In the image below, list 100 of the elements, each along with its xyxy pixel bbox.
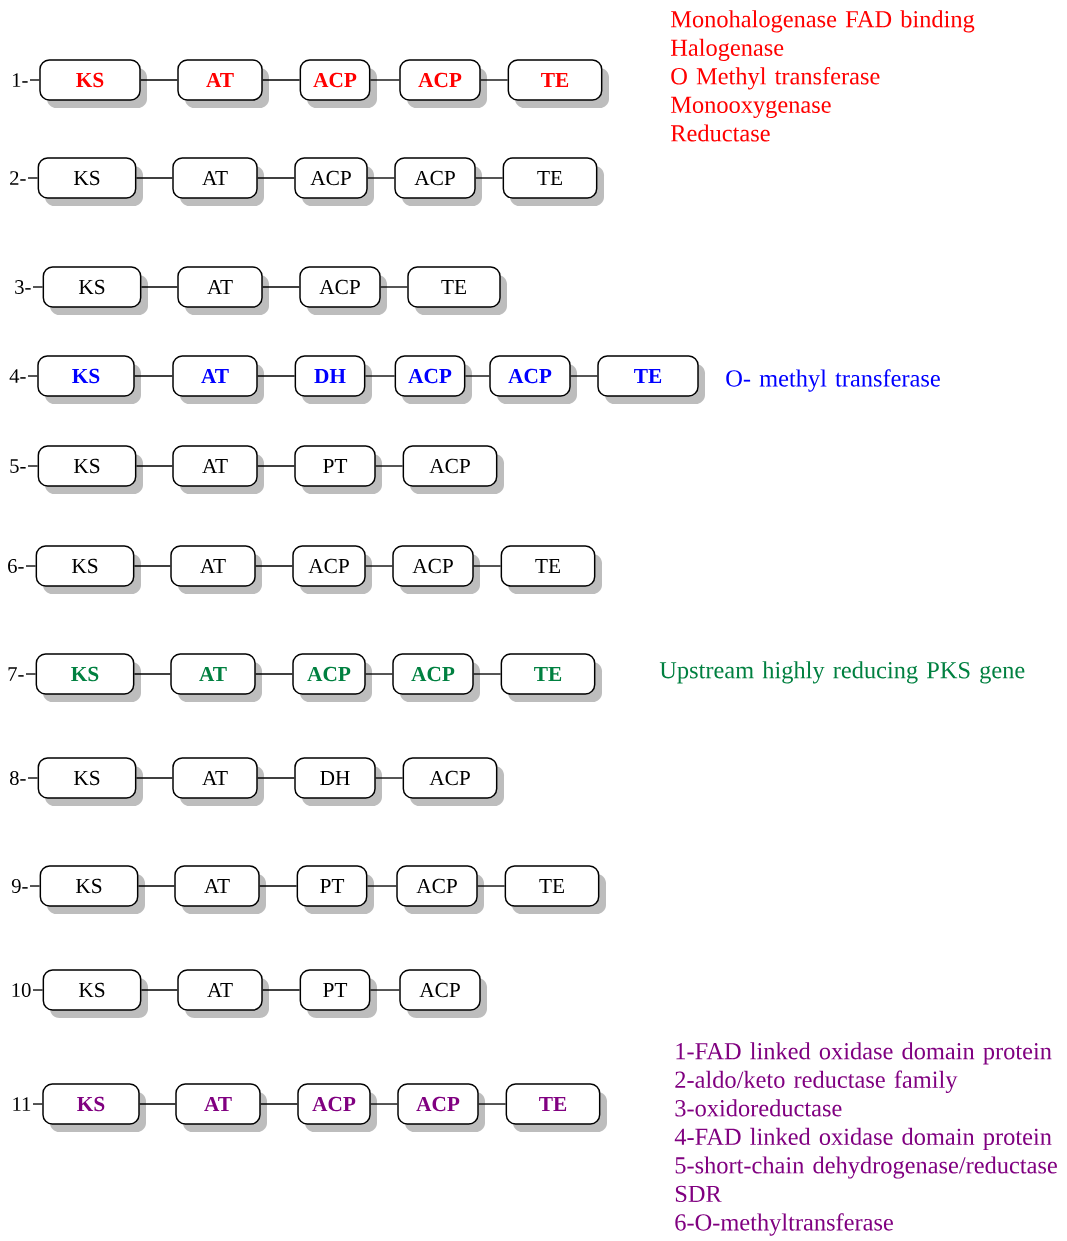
connector-line	[375, 465, 404, 467]
domain-box: ACP	[299, 266, 387, 315]
connector-line	[29, 79, 40, 81]
domain-box: ACP	[394, 355, 472, 404]
domain-box: AT	[177, 266, 269, 315]
domain-box: TE	[505, 1083, 607, 1132]
domain-box: DH	[294, 355, 372, 404]
connector-line	[29, 885, 41, 887]
annotation-text: Upstream highly reducing PKS gene	[659, 661, 1025, 684]
connector-line	[369, 79, 400, 81]
connector-line	[255, 673, 293, 675]
connector-line	[262, 286, 300, 288]
row-number: 10	[12, 983, 31, 997]
connector-line	[477, 885, 506, 887]
domain-box: AT	[172, 445, 264, 494]
domain-box: PT	[294, 445, 382, 494]
domain-box: TE	[500, 653, 602, 702]
connector-line	[364, 375, 396, 377]
annotation-text: Monooxygenase	[671, 96, 831, 119]
annotation-text: 2-aldo/keto reductase family	[675, 1070, 958, 1093]
row-number: 3-	[15, 280, 31, 294]
annotation-text: Reductase	[671, 124, 770, 142]
domain-box: KS	[37, 157, 143, 206]
connector-line	[257, 777, 295, 779]
connector-line	[32, 989, 44, 991]
domain-box: KS	[42, 266, 148, 315]
annotation-text: 1-FAD linked oxidase domain protein	[676, 1042, 1052, 1065]
row-number: 11	[13, 1097, 31, 1111]
connector-line	[375, 777, 404, 779]
annotation-text: O Methyl transferase	[671, 67, 880, 90]
connector-line	[367, 177, 395, 179]
connector-line	[257, 465, 295, 467]
domain-box: KS	[35, 545, 141, 594]
connector-line	[475, 177, 504, 179]
domain-box: ACP	[402, 445, 504, 494]
annotation-text: Halogenase	[671, 38, 784, 61]
domain-box: AT	[174, 865, 266, 914]
domain-box: ACP	[292, 545, 372, 594]
row-number: 6-	[8, 559, 24, 573]
domain-box: ACP	[294, 157, 374, 206]
domain-box: KS	[37, 757, 143, 806]
domain-box: AT	[175, 1083, 267, 1132]
domain-box: AT	[170, 653, 262, 702]
connector-line	[133, 565, 171, 567]
row-number: 4-	[9, 369, 26, 383]
annotation-text: 5-short-chain dehydrogenase/reductase SDR	[675, 1156, 1057, 1203]
connector-line	[262, 989, 301, 991]
connector-line	[134, 375, 173, 377]
domain-box: KS	[35, 653, 141, 702]
domain-box: KS	[39, 59, 147, 108]
connector-line	[369, 989, 400, 991]
connector-line	[365, 673, 393, 675]
domain-box: TE	[500, 545, 602, 594]
connector-line	[257, 177, 295, 179]
connector-line	[25, 565, 37, 567]
row-number: 8-	[10, 771, 26, 785]
domain-box: ACP	[392, 653, 480, 702]
domain-box: PT	[299, 969, 377, 1018]
domain-box: ACP	[397, 1083, 485, 1132]
connector-line	[135, 177, 173, 179]
domain-box: TE	[502, 157, 604, 206]
connector-line	[260, 1103, 298, 1105]
connector-line	[370, 1103, 398, 1105]
domain-box: TE	[407, 266, 507, 315]
domain-box: PT	[296, 865, 374, 914]
connector-line	[139, 1103, 176, 1105]
row-number: 7-	[8, 667, 24, 681]
connector-line	[480, 79, 509, 81]
connector-line	[27, 465, 39, 467]
connector-line	[135, 465, 173, 467]
annotation-text: Monohalogenase FAD binding	[671, 10, 975, 33]
connector-line	[133, 673, 171, 675]
domain-box: AT	[177, 969, 269, 1018]
domain-box: KS	[39, 865, 145, 914]
domain-box: KS	[37, 355, 141, 404]
connector-line	[259, 885, 298, 887]
annotation-text: 4-FAD linked oxidase domain protein	[674, 1127, 1052, 1150]
connector-line	[135, 777, 173, 779]
domain-box: AT	[172, 757, 264, 806]
row-number: 9-	[11, 879, 28, 893]
domain-box: KS	[42, 969, 148, 1018]
domain-box: TE	[597, 355, 705, 404]
connector-line	[140, 286, 178, 288]
row-number: 1-	[13, 73, 28, 87]
domain-box: ACP	[394, 157, 482, 206]
connector-line	[473, 565, 502, 567]
connector-line	[140, 989, 178, 991]
domain-box: ACP	[399, 969, 487, 1018]
domain-box: AT	[170, 545, 262, 594]
connector-line	[27, 777, 39, 779]
domain-box: ACP	[392, 545, 480, 594]
domain-box: KS	[37, 445, 143, 494]
domain-box: ACP	[402, 757, 504, 806]
domain-box: ACP	[396, 865, 484, 914]
domain-box: AT	[172, 157, 264, 206]
domain-box: ACP	[399, 59, 487, 108]
domain-box: ACP	[489, 355, 577, 404]
connector-line	[25, 673, 37, 675]
domain-box: TE	[507, 59, 609, 108]
row-number: 2-	[10, 171, 26, 185]
